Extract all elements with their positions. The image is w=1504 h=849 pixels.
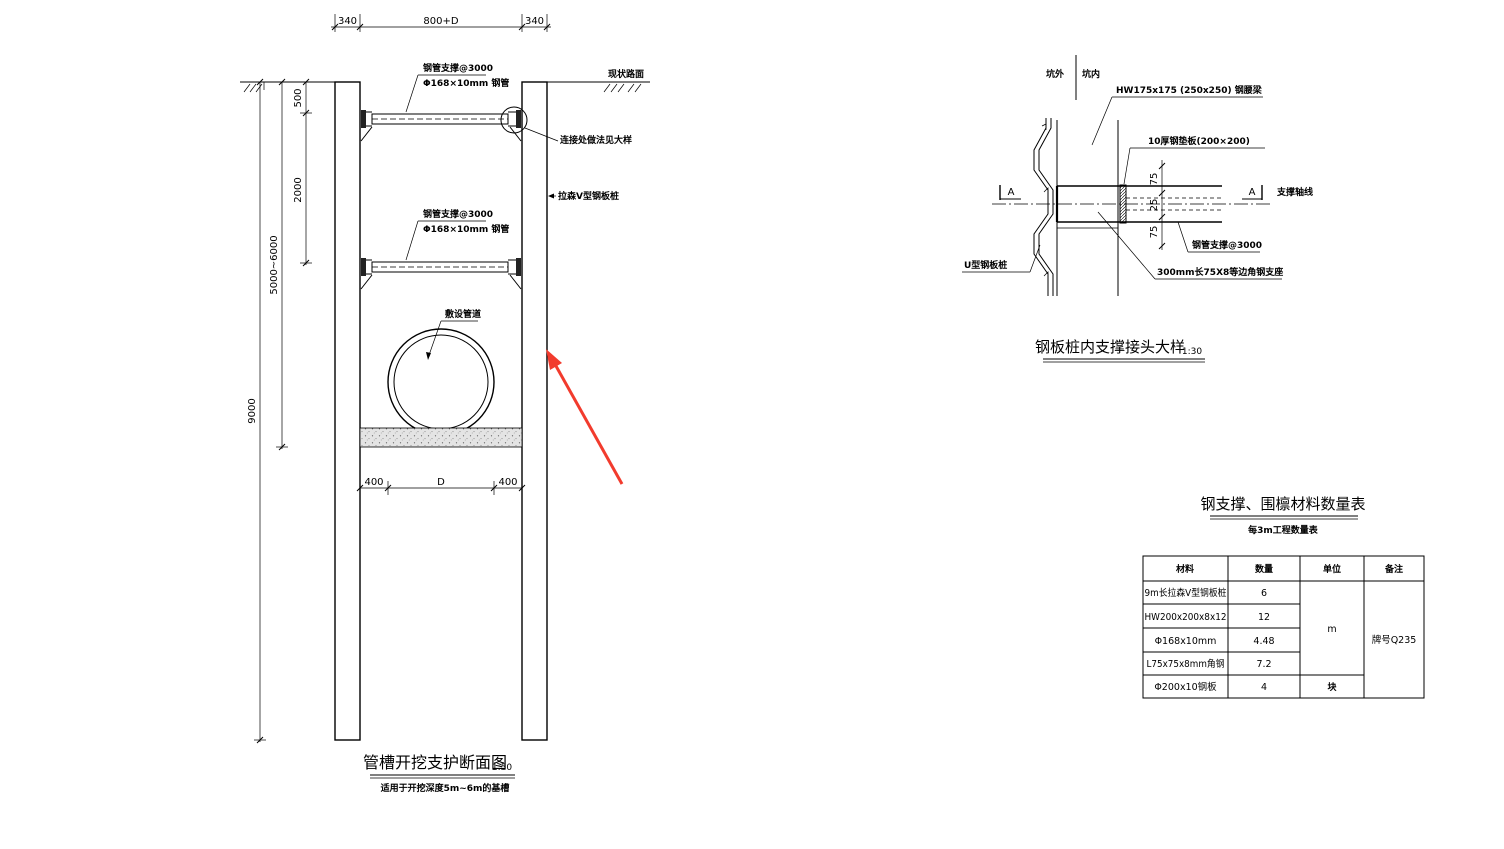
waler-beam bbox=[1056, 120, 1119, 296]
table-row: 9m长拉森V型钢板桩 6 bbox=[1145, 587, 1268, 599]
row-qty: 4.48 bbox=[1253, 636, 1274, 647]
row-material: Φ168x10mm bbox=[1155, 636, 1217, 647]
upper-strut bbox=[360, 110, 522, 142]
detail-scale: 1:30 bbox=[1182, 347, 1202, 357]
joint-note: 连接处做法见大样 bbox=[560, 134, 632, 146]
section-mark-left-text: A bbox=[1008, 187, 1015, 198]
pipe-label: 敷设管道 bbox=[445, 308, 481, 320]
angle-support-label: 300mm长75X8等边角钢支座 bbox=[1157, 266, 1283, 278]
dim-9000: 9000 bbox=[247, 398, 258, 423]
plate-label-group: 10厚钢垫板(200×200) bbox=[1123, 135, 1265, 185]
section-scale: 1:50 bbox=[492, 763, 512, 773]
section-mark-right-text: A bbox=[1249, 187, 1256, 198]
dim-bottom-left: 400 bbox=[364, 477, 383, 488]
section-title-block: 管槽开挖支护断面图 1:50 适用于开挖深度5m~6m的基槽 bbox=[363, 753, 515, 794]
waler-label: HW175x175 (250x250) 钢腰梁 bbox=[1116, 84, 1263, 96]
u-sheet-pile-profile bbox=[1033, 118, 1054, 296]
pit-outside-label: 坑外 bbox=[1046, 68, 1064, 80]
sheet-pile-text: 拉森V型钢板桩 bbox=[558, 190, 619, 202]
pile-label-group: U型钢板桩 bbox=[962, 244, 1041, 273]
row-qty: 12 bbox=[1258, 612, 1270, 623]
table-title: 钢支撑、围檩材料数量表 bbox=[1200, 495, 1365, 513]
unit-m: m bbox=[1327, 624, 1336, 635]
note-grade: 牌号Q235 bbox=[1372, 634, 1417, 646]
section-mark-right: A bbox=[1242, 185, 1263, 200]
detail-dimension: 75 25 75 bbox=[1149, 160, 1166, 250]
lower-strut-spec: Φ168×10mm 钢管 bbox=[423, 223, 509, 235]
detail-title-block: 钢板桩内支撑接头大样 1:30 bbox=[1035, 338, 1205, 363]
section-mark-left: A bbox=[999, 185, 1021, 200]
pit-inside-label: 坑内 bbox=[1082, 68, 1100, 80]
upper-strut-label: 钢管支撑@3000 Φ168×10mm 钢管 bbox=[405, 62, 509, 113]
lower-strut-label: 钢管支撑@3000 Φ168×10mm 钢管 bbox=[405, 208, 509, 261]
dim-bottom-middle: D bbox=[437, 477, 445, 488]
row-material: HW200x200x8x12 bbox=[1145, 612, 1227, 623]
header-qty: 数量 bbox=[1255, 563, 1273, 575]
bottom-dimension: 400 D 400 bbox=[356, 477, 526, 495]
upper-strut-spec: Φ168×10mm 钢管 bbox=[423, 77, 509, 89]
right-sheet-pile bbox=[521, 81, 548, 741]
material-table: 钢支撑、围檩材料数量表 每3m工程数量表 材料 数量 单位 备注 9m长拉森V型… bbox=[1142, 495, 1425, 699]
row-qty: 6 bbox=[1261, 588, 1267, 599]
table-row: Φ168x10mm 4.48 bbox=[1155, 636, 1275, 647]
ground-left bbox=[240, 81, 335, 93]
detail-callout: 连接处做法见大样 bbox=[500, 106, 632, 146]
upper-strut-spacing: 钢管支撑@3000 bbox=[423, 62, 493, 74]
table-row: L75x75x8mm角钢 7.2 bbox=[1147, 658, 1272, 670]
dim-bottom-right: 400 bbox=[498, 477, 517, 488]
u-pile-label: U型钢板桩 bbox=[964, 259, 1007, 271]
dim-top-right: 340 bbox=[525, 16, 544, 27]
left-sheet-pile bbox=[334, 81, 361, 741]
detail-title: 钢板桩内支撑接头大样 bbox=[1035, 338, 1185, 356]
unit-block: 块 bbox=[1327, 681, 1337, 693]
plate-label: 10厚钢垫板(200×200) bbox=[1148, 135, 1250, 147]
strut-axis-label: 支撑轴线 bbox=[1276, 186, 1313, 198]
top-dimension: 340 800+D 340 bbox=[331, 14, 551, 32]
section-view: 340 800+D 340 现状路面 bbox=[240, 14, 650, 794]
waler-label-group: HW175x175 (250x250) 钢腰梁 bbox=[1091, 84, 1263, 146]
dim-5000-6000: 5000~6000 bbox=[269, 235, 280, 294]
ground-right: 现状路面 bbox=[547, 68, 650, 93]
detail-strut-label-group: 钢管支撑@3000 bbox=[1177, 221, 1262, 253]
ground-label: 现状路面 bbox=[608, 68, 644, 80]
detail-strut-pipe bbox=[1055, 185, 1222, 229]
angle-label-group: 300mm长75X8等边角钢支座 bbox=[1097, 211, 1283, 280]
detail-strut-label: 钢管支撑@3000 bbox=[1192, 239, 1262, 251]
row-material: L75x75x8mm角钢 bbox=[1147, 658, 1225, 670]
header-unit: 单位 bbox=[1323, 563, 1341, 575]
table-row: HW200x200x8x12 12 bbox=[1145, 612, 1271, 623]
lower-strut bbox=[360, 258, 522, 290]
table-subtitle: 每3m工程数量表 bbox=[1248, 524, 1319, 536]
pipe-section: 敷设管道 bbox=[387, 308, 495, 436]
lower-strut-spacing: 钢管支撑@3000 bbox=[423, 208, 493, 220]
header-note: 备注 bbox=[1384, 563, 1403, 575]
pipe-bedding bbox=[359, 427, 523, 448]
red-annotation-arrow bbox=[546, 349, 624, 485]
row-qty: 4 bbox=[1261, 682, 1267, 693]
joint-detail: 坑外 坑内 bbox=[962, 55, 1313, 363]
table-header: 材料 数量 单位 备注 bbox=[1175, 563, 1403, 575]
row-material: 9m长拉森V型钢板桩 bbox=[1145, 587, 1227, 599]
section-subtitle: 适用于开挖深度5m~6m的基槽 bbox=[381, 782, 510, 794]
left-dimensions: 500 2000 5000~6000 9000 bbox=[247, 78, 312, 744]
detail-dim-2: 25 bbox=[1149, 199, 1160, 212]
dim-2000: 2000 bbox=[293, 177, 304, 202]
detail-dim-1: 75 bbox=[1149, 173, 1160, 186]
table-grid bbox=[1142, 555, 1425, 699]
table-row: Φ200x10钢板 4 bbox=[1154, 681, 1267, 693]
row-qty: 7.2 bbox=[1256, 659, 1271, 670]
row-material: Φ200x10钢板 bbox=[1154, 681, 1217, 693]
dim-top-middle: 800+D bbox=[423, 16, 458, 27]
dim-500: 500 bbox=[293, 88, 304, 107]
dim-top-left: 340 bbox=[338, 16, 357, 27]
section-title: 管槽开挖支护断面图 bbox=[363, 753, 507, 772]
sheet-pile-label: 拉森V型钢板桩 bbox=[548, 190, 619, 202]
header-material: 材料 bbox=[1175, 563, 1194, 575]
detail-dim-3: 75 bbox=[1149, 226, 1160, 239]
